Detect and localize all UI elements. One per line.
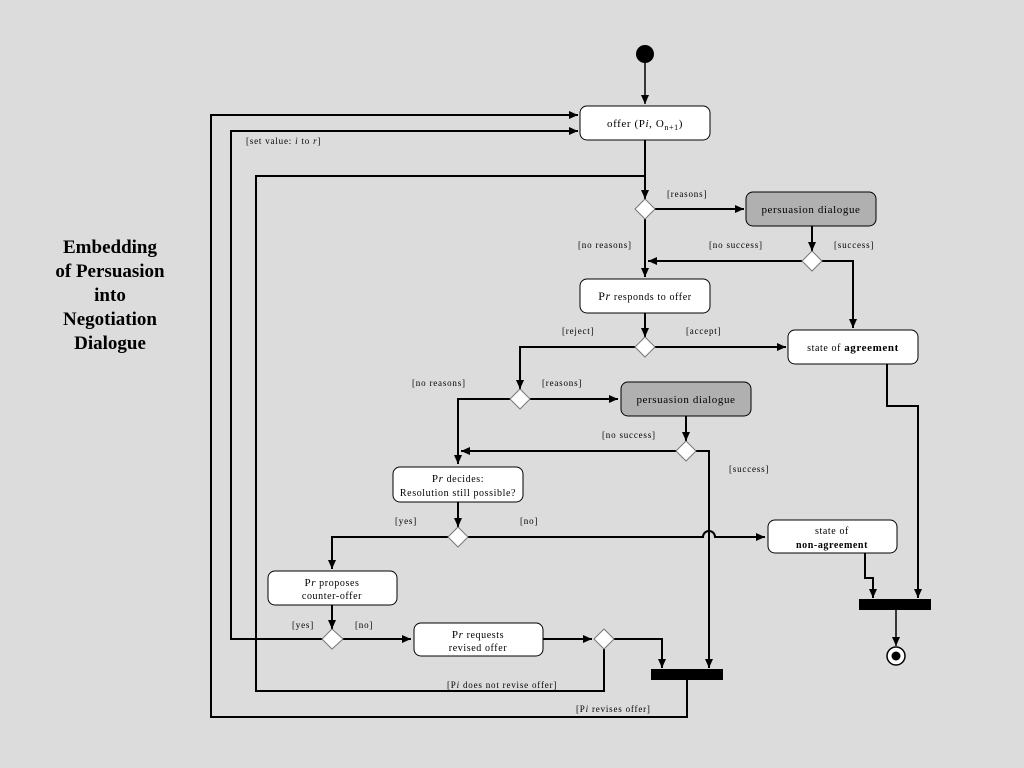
guard-revises: [Pi revises offer]	[576, 704, 651, 714]
node-requests-line1: Pr requests	[452, 629, 504, 641]
flow-join-revises-loop	[210, 111, 688, 718]
node-proposes-line1: Pr proposes	[304, 577, 359, 589]
flow-d5-success	[696, 450, 713, 668]
title-line: Dialogue	[74, 333, 146, 354]
node-persuasion-dialogue-2: persuasion dialogue	[620, 381, 752, 417]
flow-agreement-final	[886, 364, 922, 598]
initial-node	[636, 45, 654, 63]
decision-nodes	[321, 198, 823, 650]
node-offer-label: offer (Pi, On+1)	[607, 118, 683, 132]
flow-lines	[210, 62, 922, 718]
flow-d8-join	[614, 638, 666, 668]
flow-d8-notrevise-loop	[255, 175, 645, 692]
node-non-agreement-line1: state of	[815, 526, 849, 537]
node-proposes-line2: counter-offer	[302, 591, 362, 602]
guard-no-reasons-1: [no reasons]	[578, 240, 632, 250]
guard-yes-1: [yes]	[395, 516, 417, 526]
title-line: Negotiation	[63, 309, 157, 330]
flow-d4-decides	[454, 398, 510, 464]
guard-no-success-1: [no success]	[709, 240, 763, 250]
guard-accept: [accept]	[686, 326, 721, 336]
decision-reasons-2	[509, 388, 531, 410]
guard-no-success-2: [no success]	[602, 430, 656, 440]
node-requests-line2: revised offer	[449, 643, 507, 654]
node-requests: Pr requests revised offer	[413, 622, 544, 657]
final-join-bar	[859, 599, 931, 610]
node-persuasion-1-label: persuasion dialogue	[761, 204, 860, 216]
node-proposes: Pr proposes counter-offer	[267, 570, 398, 606]
title-line: Embedding	[63, 237, 157, 258]
node-non-agreement: state of non-agreement	[767, 519, 898, 554]
decision-counter-offer	[321, 628, 344, 650]
node-responds-label: Pr responds to offer	[598, 289, 692, 303]
guard-success-1: [success]	[834, 240, 874, 250]
node-agreement-label: state of agreement	[807, 342, 899, 354]
node-decides-line1: Pr decides:	[432, 473, 484, 485]
node-persuasion-dialogue-1: persuasion dialogue	[745, 191, 877, 227]
decision-reasons-1	[634, 198, 656, 220]
guard-no-reasons-2: [no reasons]	[412, 378, 466, 388]
title-line: of Persuasion	[55, 261, 165, 282]
final-node	[886, 646, 906, 666]
guard-reasons-2: [reasons]	[542, 378, 582, 388]
guard-no-1: [no]	[520, 516, 538, 526]
decision-resolution	[447, 526, 469, 548]
guard-does-not-revise: [Pi does not revise offer]	[447, 680, 557, 690]
guard-reject: [reject]	[562, 326, 594, 336]
guard-reasons-1: [reasons]	[667, 189, 707, 199]
node-offer: offer (Pi, On+1)	[579, 105, 711, 141]
guard-labels: [set value: i to r] [reasons] [no reason…	[246, 136, 874, 714]
guard-success-2: [success]	[729, 464, 769, 474]
join-bar	[651, 669, 723, 680]
decision-success-2	[675, 440, 697, 462]
flow-d6-yes	[328, 536, 448, 569]
guard-no-2: [no]	[355, 620, 373, 630]
flow-d3-reject	[516, 346, 635, 389]
flow-d6-no	[468, 530, 765, 541]
guard-set-value: [set value: i to r]	[246, 136, 321, 146]
flow-nonagreement-final	[864, 553, 877, 598]
title-line: into	[94, 285, 126, 306]
page-title: Embedding of Persuasion into Negotiation…	[30, 236, 190, 356]
node-decides-line2: Resolution still possible?	[400, 488, 516, 499]
node-responds: Pr responds to offer	[579, 278, 711, 314]
flow-d2-success	[822, 260, 857, 328]
flow-d7-yes-loop	[230, 127, 578, 640]
node-agreement: state of agreement	[787, 329, 919, 365]
node-decides: Pr decides: Resolution still possible?	[392, 466, 524, 503]
decision-revise	[593, 628, 615, 650]
node-non-agreement-line2: non-agreement	[796, 540, 868, 551]
guard-yes-2: [yes]	[292, 620, 314, 630]
decision-success-1	[801, 250, 823, 272]
decision-accept	[634, 336, 656, 358]
node-persuasion-2-label: persuasion dialogue	[636, 394, 735, 406]
